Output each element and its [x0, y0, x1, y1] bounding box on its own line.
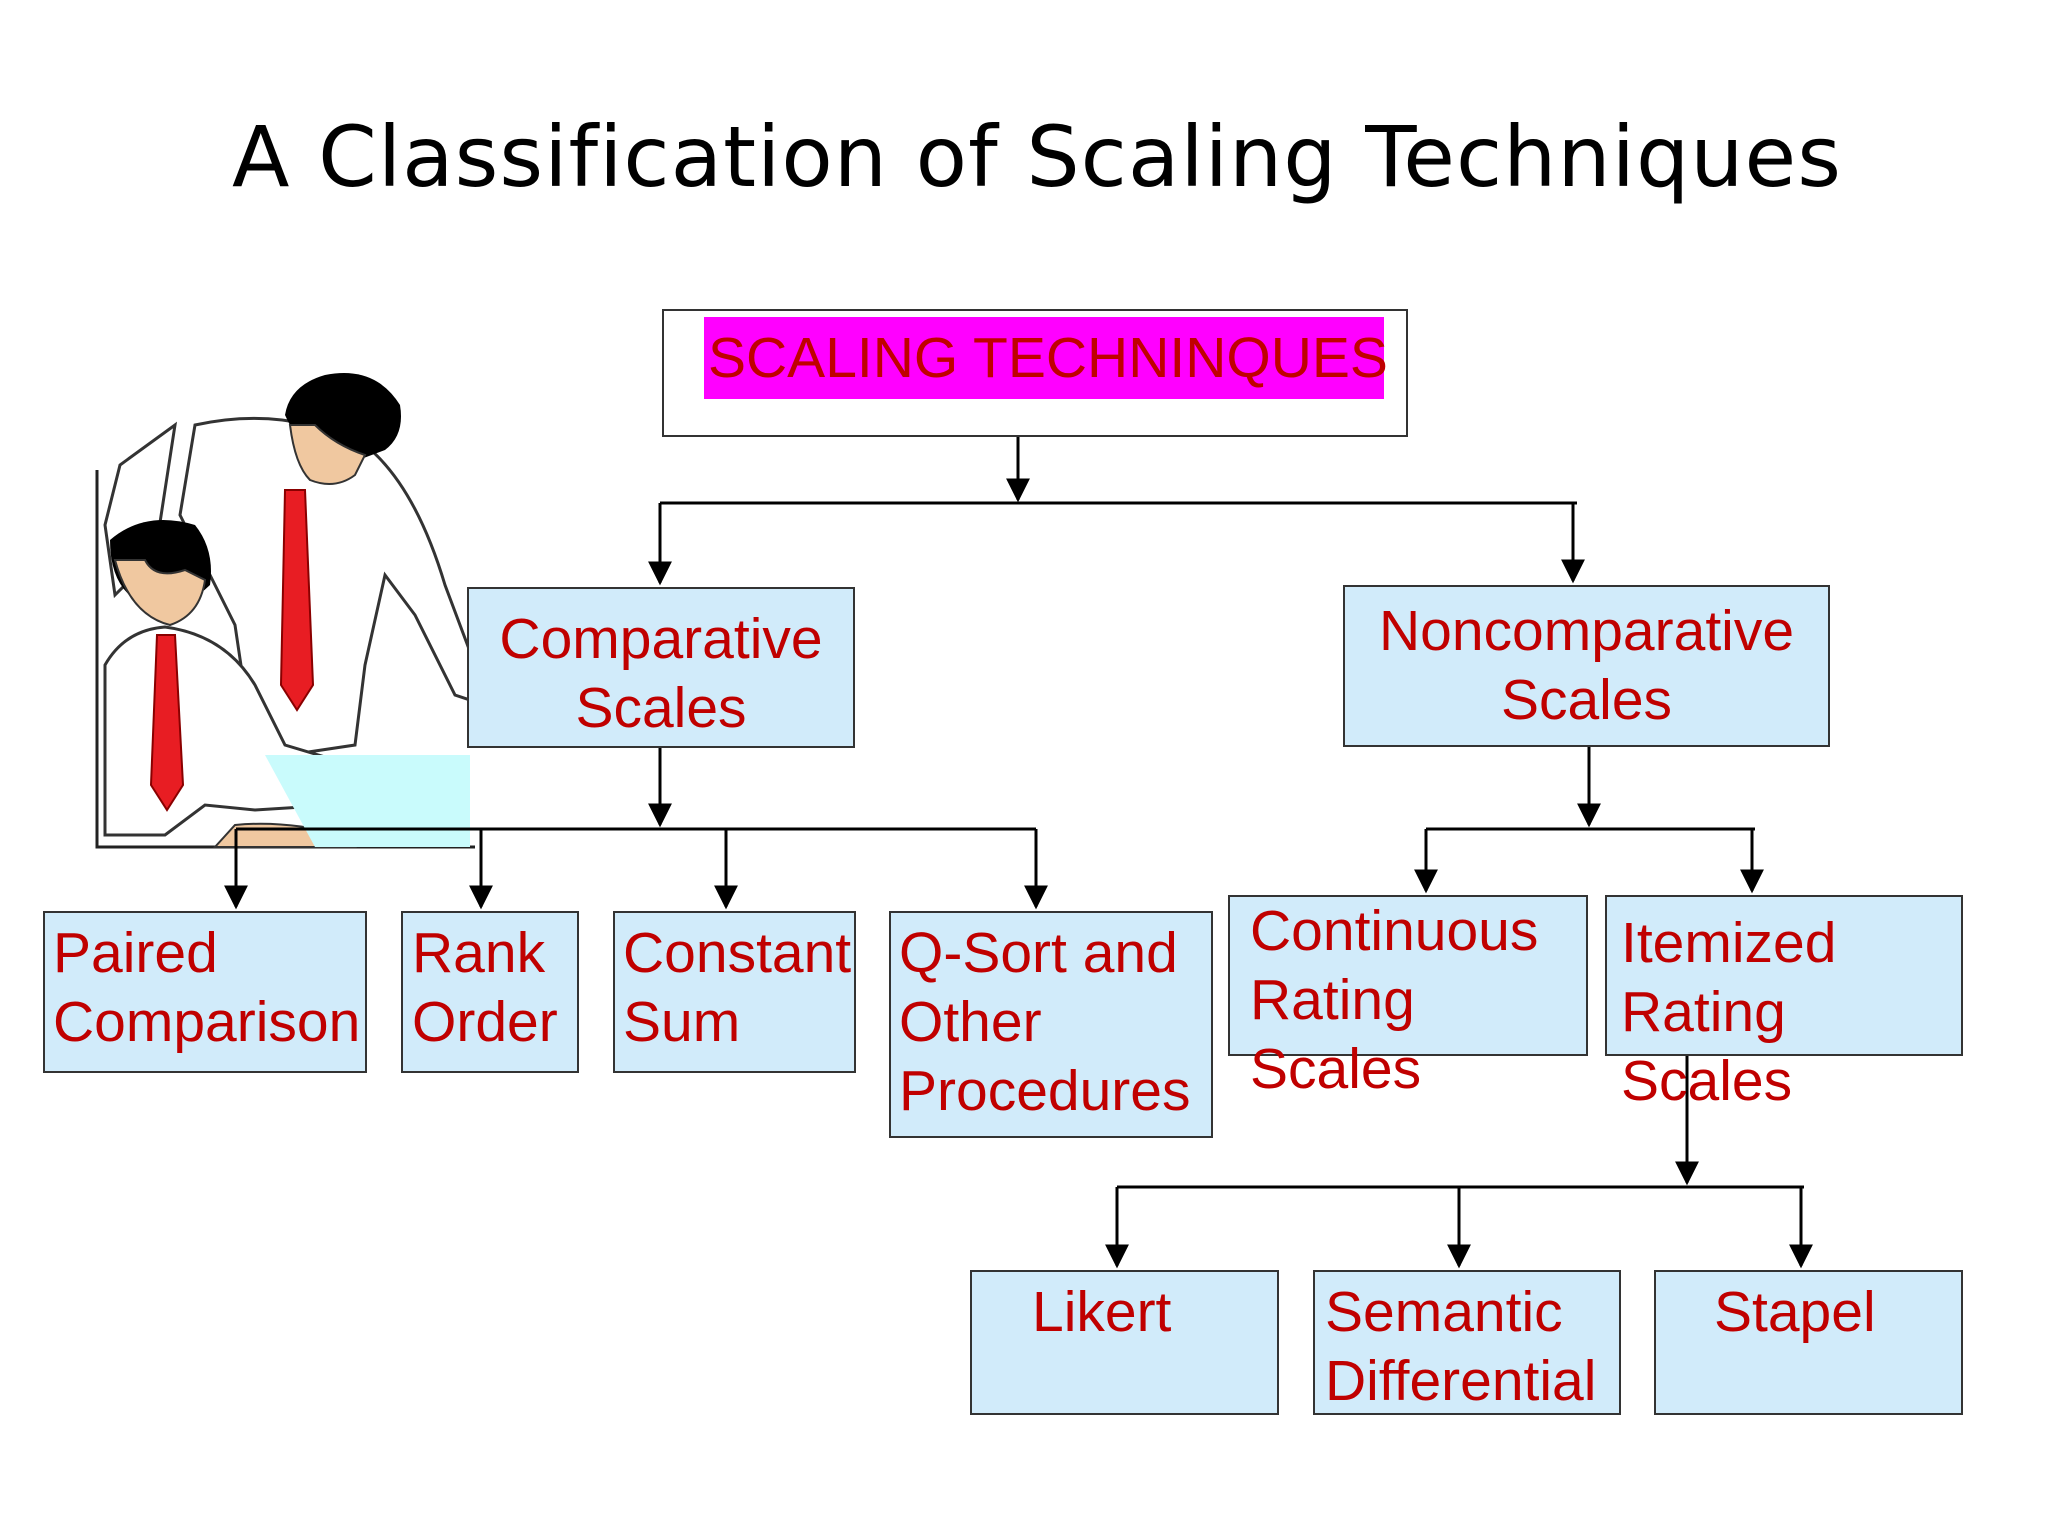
- node-rank-order: Rank Order: [401, 911, 579, 1073]
- node-noncomparative: Noncomparative Scales: [1343, 585, 1830, 747]
- node-constant-sum: Constant Sum: [613, 911, 856, 1073]
- node-root-label: SCALING TECHNINQUES: [704, 317, 1388, 399]
- slide-title: A Classification of Scaling Techniques: [232, 108, 1842, 206]
- node-paired-comparison: Paired Comparison: [43, 911, 367, 1073]
- node-itemized-rating: Itemized Rating Scales: [1605, 895, 1963, 1113]
- node-stapel: Stapel: [1654, 1270, 1963, 1415]
- node-root: SCALING TECHNINQUES: [662, 309, 1408, 437]
- businessmen-illustration: [95, 373, 485, 849]
- node-likert: Likert: [970, 1270, 1279, 1415]
- node-q-sort: Q-Sort and Other Procedures: [889, 911, 1213, 1138]
- node-comparative: Comparative Scales: [467, 587, 855, 748]
- node-continuous-rating: Continuous Rating Scales: [1228, 895, 1588, 1101]
- node-semantic-differential: Semantic Differential: [1313, 1270, 1621, 1415]
